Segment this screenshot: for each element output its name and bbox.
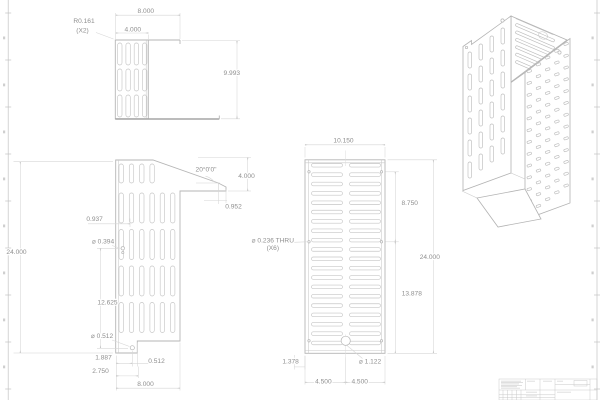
sheet-frame xyxy=(3,0,600,400)
dim-back-edge-offset: 1.378 xyxy=(282,359,299,366)
dim-top-slot-zone: 4.000 xyxy=(125,27,142,34)
dim-back-thru-hole-qty: (X6) xyxy=(267,245,279,252)
dim-front-flange-offset: 0.952 xyxy=(225,204,242,211)
iso-left-slots xyxy=(467,27,505,179)
dim-back-half-width-right: 4.500 xyxy=(351,379,368,386)
title-block xyxy=(498,378,598,400)
dim-front-hole-from-edge: 1.887 xyxy=(95,355,112,362)
dim-back-upper-hole-spacing: 8.750 xyxy=(401,200,418,207)
dim-top-corner-radius-qty: (X2) xyxy=(76,28,88,35)
top-view-slots xyxy=(117,42,148,118)
dim-front-slot-inset: 0.937 xyxy=(86,216,103,223)
dim-back-half-width-left: 4.500 xyxy=(315,379,332,386)
dim-front-overall-height: 24.000 xyxy=(6,249,27,256)
dim-top-overall-depth: 9.993 xyxy=(224,70,241,77)
isometric-view xyxy=(461,15,571,228)
back-view-slots-left xyxy=(311,163,343,346)
dim-front-overall-width: 8.000 xyxy=(137,381,154,388)
dim-front-lower-hole-dia: ⌀ 0.512 xyxy=(91,333,114,340)
front-view-slots-main xyxy=(118,192,176,333)
dim-back-center-hole-dia: ⌀ 1.122 xyxy=(359,359,382,366)
front-view-slots-top xyxy=(118,163,155,184)
dim-top-overall-width: 8.000 xyxy=(138,8,155,15)
top-view: 8.000 4.000 R0.161 (X2) 9.993 xyxy=(72,7,242,120)
dim-back-lower-hole-spacing: 13.878 xyxy=(402,290,423,297)
back-view: 10.150 8.750 ⌀ 0.236 THRU (X6) 24.000 13… xyxy=(250,136,441,386)
dim-back-thru-hole-dia: ⌀ 0.236 THRU xyxy=(252,238,295,245)
dim-front-hole-to-step: 0.512 xyxy=(148,358,165,365)
dim-front-hole-spacing: 12.625 xyxy=(97,300,118,307)
dim-top-corner-radius: R0.161 xyxy=(73,18,95,25)
dim-front-flange-angle: 20°0'0" xyxy=(196,166,218,174)
front-view: 20°0'0" 4.000 0.952 0.937 ⌀ 0.394 24.000… xyxy=(5,157,256,391)
dim-front-step-width: 2.750 xyxy=(92,368,109,375)
back-view-slots-right xyxy=(349,163,381,346)
dim-back-overall-width: 10.150 xyxy=(333,138,354,145)
dim-front-flange-drop: 4.000 xyxy=(238,173,255,180)
dim-front-upper-hole-dia: ⌀ 0.394 xyxy=(92,239,115,246)
dim-back-overall-height: 24.000 xyxy=(420,254,441,261)
